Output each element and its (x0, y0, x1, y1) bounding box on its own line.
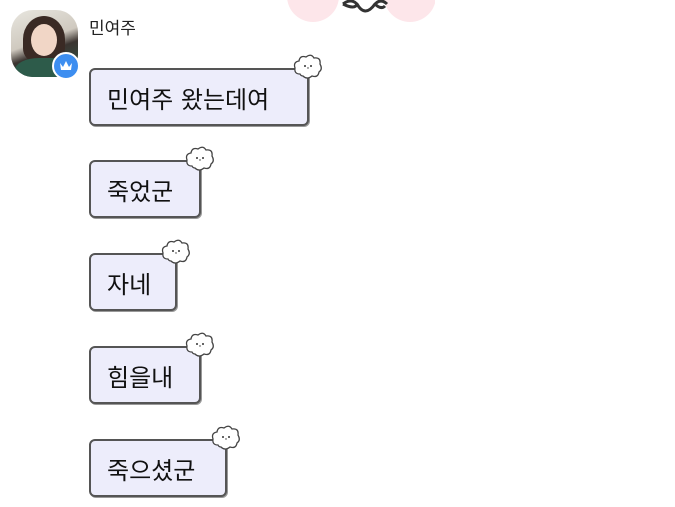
cloud-sticker-icon (293, 54, 322, 79)
face-decoration (287, 0, 435, 22)
message-bubble[interactable]: 힘을내 (89, 332, 214, 404)
cloud-sticker-icon (185, 332, 214, 357)
message-text: 죽으셨군 (107, 456, 196, 485)
cloud-sticker-icon (211, 425, 240, 450)
cloud-sticker-icon (185, 146, 214, 171)
message-text: 힘을내 (107, 363, 174, 392)
message-text: 민여주 왔는데여 (107, 85, 270, 114)
message-bubble[interactable]: 민여주 왔는데여 (89, 54, 322, 126)
message-bubble[interactable]: 자네 (89, 239, 190, 311)
message-text: 죽었군 (107, 177, 174, 206)
mouth (342, 0, 389, 13)
message-bubble[interactable]: 죽었군 (89, 146, 214, 218)
left-cheek (287, 0, 339, 22)
sender-name: 민여주 (89, 19, 136, 39)
right-cheek (384, 0, 435, 22)
crown-icon (52, 52, 80, 80)
cloud-sticker-icon (161, 239, 190, 264)
message-bubble[interactable]: 죽으셨군 (89, 425, 240, 497)
message-text: 자네 (107, 270, 152, 299)
